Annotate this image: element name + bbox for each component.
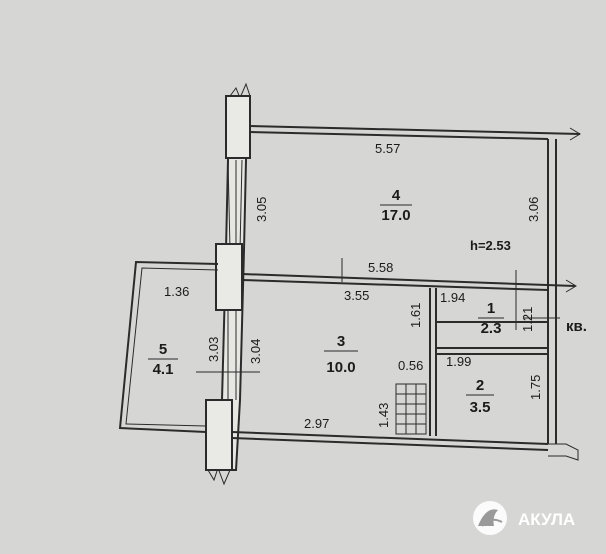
dim-bath-height: 1.75	[528, 375, 543, 400]
room-number: 5	[159, 341, 167, 358]
room-area: 17.0	[381, 207, 410, 224]
dim-balcony-top: 1.36	[164, 284, 189, 299]
room-5-label: 5 4.1	[148, 341, 178, 378]
dim-kitchen-top: 3.55	[344, 288, 369, 303]
room-1-label: 1 2.3	[478, 300, 504, 337]
room-number: 4	[392, 187, 401, 204]
room-area: 3.5	[470, 399, 491, 416]
dim-balcony-height: 3.03	[206, 337, 221, 362]
room-area: 4.1	[153, 361, 174, 378]
ceiling-height-label: h=2.53	[470, 238, 511, 253]
dim-living-height-left: 3.05	[254, 197, 269, 222]
watermark-brand: АКУЛА	[518, 510, 575, 529]
room-area: 10.0	[326, 359, 355, 376]
room-4-label: 4 17.0	[380, 187, 412, 224]
room-2-label: 2 3.5	[466, 377, 494, 416]
room-number: 1	[487, 300, 495, 317]
dim-top-width: 5.57	[375, 141, 400, 156]
dim-corridor-height: 1.61	[408, 303, 423, 328]
dim-bath-width: 1.99	[446, 354, 471, 369]
dim-kitchen-height: 3.04	[248, 339, 263, 364]
watermark: АКУЛА	[473, 501, 575, 535]
exterior-wall-left	[205, 82, 251, 486]
dim-door-width: 0.56	[398, 358, 423, 373]
dim-living-height-right: 3.06	[526, 197, 541, 222]
room-number: 2	[476, 377, 484, 394]
apartment-label: кв.	[566, 318, 587, 335]
room-walls	[118, 125, 581, 461]
dim-stair-height: 1.43	[376, 403, 391, 428]
dim-mid-width: 5.58	[368, 260, 393, 275]
dim-wc-width: 1.94	[440, 290, 465, 305]
room-number: 3	[337, 333, 345, 350]
dim-wc-height: 1.21	[520, 307, 535, 332]
room-3-label: 3 10.0	[324, 333, 358, 376]
dim-kitchen-bottom: 2.97	[304, 416, 329, 431]
room-area: 2.3	[481, 320, 502, 337]
